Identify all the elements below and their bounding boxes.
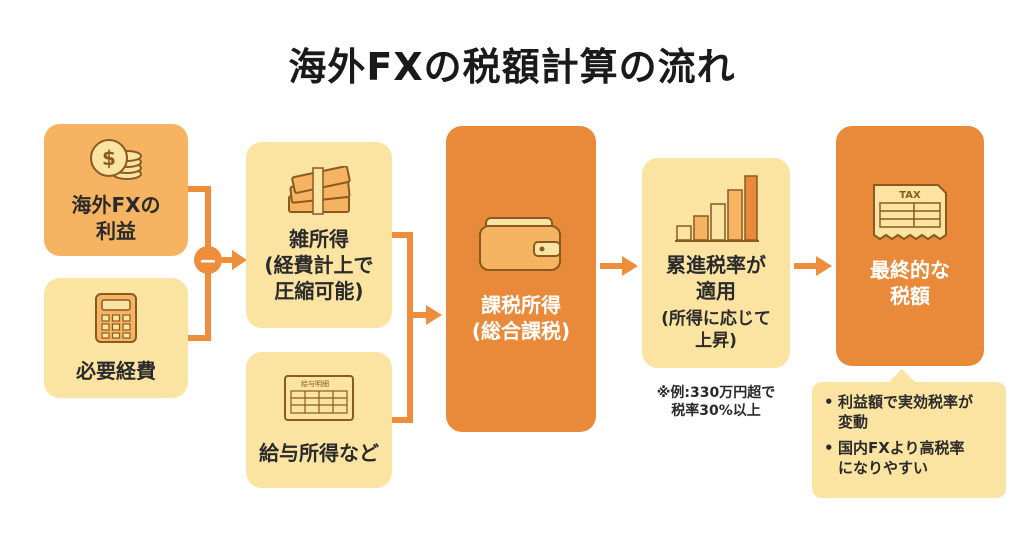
box-taxable-income: 課税所得 (総合課税) — [446, 126, 596, 432]
box-final-tax: TAX 最終的な 税額 — [836, 126, 984, 366]
arrowhead-taxable — [426, 305, 442, 325]
tax-receipt-icon-text: TAX — [899, 190, 921, 201]
box-salary-income: 給与明細 給与所得など — [246, 352, 392, 488]
callout-bullet: • 国内FXより高税率 になりやすい — [824, 438, 996, 478]
minus-operator-circle — [194, 246, 222, 274]
wallet-icon — [479, 217, 561, 271]
diagram-title: 海外FXの税額計算の流れ — [288, 45, 736, 89]
connector-expenses — [188, 273, 211, 341]
tax-rate-example-note: ※例:330万円超で 税率30%以上 — [656, 385, 776, 419]
cash-stack-icon — [288, 166, 351, 215]
payslip-icon: 給与明細 — [284, 375, 354, 421]
callout-bullet-text: 利益額で実効税率が 変動 — [838, 393, 974, 431]
connector-salary — [392, 315, 413, 423]
final-tax-callout: • 利益額で実効税率が 変動 • 国内FXより高税率 になりやすい — [812, 382, 1006, 498]
tax-receipt-icon: TAX — [873, 184, 947, 241]
payslip-icon-text: 給与明細 — [301, 379, 329, 388]
arrowhead-final — [816, 256, 832, 276]
svg-text:$: $ — [102, 146, 116, 170]
connector-misc — [392, 232, 413, 315]
salary-income-label: 給与所得など — [259, 441, 379, 465]
callout-notch — [888, 369, 916, 383]
arrowhead-progressive — [622, 256, 638, 276]
connector-profit — [188, 186, 211, 247]
callout-bullet-text: 国内FXより高税率 になりやすい — [838, 439, 965, 477]
box-necessary-expenses: 必要経費 — [44, 278, 188, 398]
box-progressive-rate: 累進税率が 適用 (所得に応じて 上昇) — [642, 158, 790, 368]
necessary-expenses-label: 必要経費 — [76, 359, 156, 383]
box-overseas-profit: $ 海外FXの 利益 — [44, 124, 188, 256]
box-misc-income: 雑所得 (経費計上で 圧縮可能) — [246, 142, 392, 328]
overseas-profit-label: 海外FXの 利益 — [71, 193, 161, 243]
misc-income-label: 雑所得 (経費計上で 圧縮可能) — [264, 227, 374, 303]
arrowhead-misc — [232, 250, 247, 270]
bullet-dot: • — [824, 439, 834, 457]
progressive-rate-sublabel: (所得に応じて 上昇) — [661, 309, 771, 351]
final-tax-label: 最終的な 税額 — [870, 258, 950, 308]
calculator-icon — [95, 293, 137, 343]
progressive-rate-label: 累進税率が 適用 — [666, 253, 766, 303]
callout-bullet: • 利益額で実効税率が 変動 — [824, 392, 996, 432]
taxable-income-label: 課税所得 (総合課税) — [471, 293, 571, 343]
coins-icon: $ — [90, 139, 142, 180]
minus-operator: − — [199, 249, 217, 274]
bar-chart-icon — [675, 175, 759, 242]
bullet-dot: • — [824, 393, 834, 411]
